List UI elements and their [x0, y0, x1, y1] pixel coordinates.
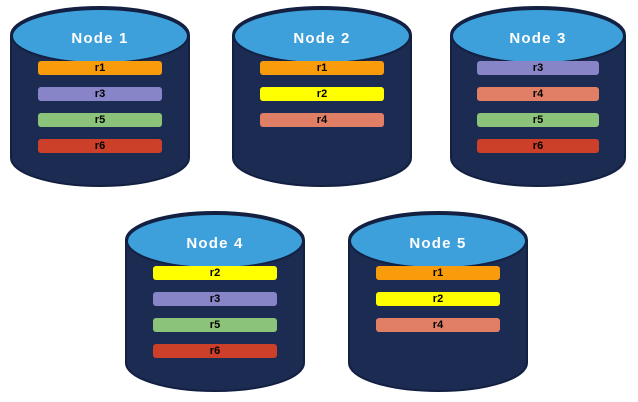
cylinder-top-ellipse — [233, 8, 411, 64]
replica-bar[interactable]: r3 — [477, 61, 599, 75]
replica-bar[interactable]: r4 — [376, 318, 500, 332]
replica-bar[interactable]: r5 — [38, 113, 162, 127]
replica-label: r1 — [432, 267, 444, 279]
replica-label: r5 — [209, 319, 221, 331]
replica-bar[interactable]: r3 — [153, 292, 277, 306]
replica-label: r4 — [532, 88, 544, 100]
replica-label: r3 — [209, 293, 221, 305]
replica-bar[interactable]: r3 — [38, 87, 162, 101]
replica-label: r2 — [432, 293, 444, 305]
replica-label: r2 — [316, 88, 328, 100]
replica-bar[interactable]: r2 — [376, 292, 500, 306]
replica-label: r5 — [532, 114, 544, 126]
replica-label: r6 — [209, 345, 221, 357]
replica-label: r6 — [94, 140, 106, 152]
replica-label: r2 — [209, 267, 221, 279]
replica-bar[interactable]: r1 — [260, 61, 384, 75]
replica-bar[interactable]: r5 — [153, 318, 277, 332]
cylinder-top-ellipse — [11, 8, 189, 64]
replica-bar[interactable]: r6 — [38, 139, 162, 153]
cylinder-top-ellipse — [349, 213, 527, 269]
replica-bar[interactable]: r6 — [477, 139, 599, 153]
replica-list: r1 r2 r4 — [348, 266, 528, 332]
replica-bar[interactable]: r2 — [260, 87, 384, 101]
replica-bar[interactable]: r1 — [38, 61, 162, 75]
cylinder-top-ellipse — [126, 213, 304, 269]
replica-bar[interactable]: r1 — [376, 266, 500, 280]
replica-bar[interactable]: r4 — [260, 113, 384, 127]
replica-label: r6 — [532, 140, 544, 152]
replica-label: r3 — [532, 62, 544, 74]
replica-list: r1 r2 r4 — [232, 61, 412, 127]
replica-label: r1 — [316, 62, 328, 74]
replica-bar[interactable]: r4 — [477, 87, 599, 101]
replica-label: r5 — [94, 114, 106, 126]
replica-label: r4 — [316, 114, 328, 126]
replica-label: r1 — [94, 62, 106, 74]
replica-label: r4 — [432, 319, 444, 331]
replica-list: r2 r3 r5 r6 — [125, 266, 305, 358]
replica-bar[interactable]: r6 — [153, 344, 277, 358]
cylinder-top-ellipse — [451, 8, 625, 64]
replica-label: r3 — [94, 88, 106, 100]
replica-bar[interactable]: r2 — [153, 266, 277, 280]
replica-list: r1 r3 r5 r6 — [10, 61, 190, 153]
replica-list: r3 r4 r5 r6 — [450, 61, 626, 153]
replica-bar[interactable]: r5 — [477, 113, 599, 127]
